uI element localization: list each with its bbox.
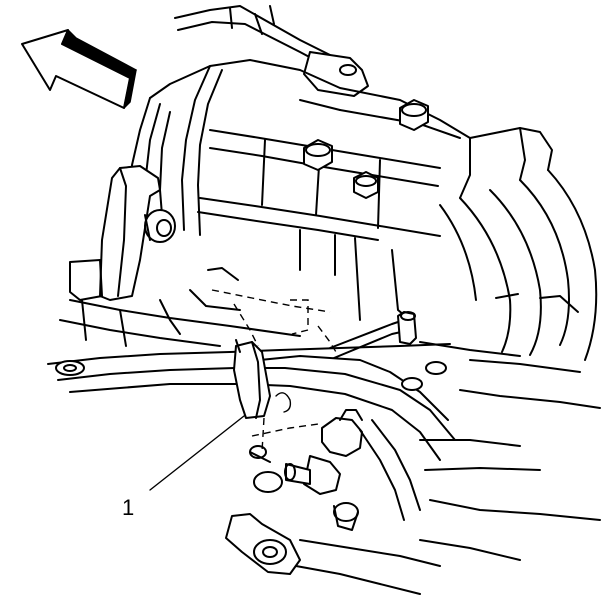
lower-flange bbox=[59, 259, 301, 347]
direction-arrow bbox=[21, 29, 137, 109]
upper-pipe bbox=[174, 5, 369, 97]
callout-1: 1 bbox=[122, 415, 245, 520]
retainer-bracket bbox=[233, 339, 292, 419]
left-mount-bracket bbox=[99, 165, 176, 301]
intake-manifold bbox=[129, 59, 598, 361]
bolts bbox=[303, 99, 429, 199]
lower-components bbox=[253, 293, 601, 561]
right-stud bbox=[329, 311, 521, 359]
callout-label: 1 bbox=[122, 495, 134, 520]
bottom-hose bbox=[225, 445, 441, 595]
